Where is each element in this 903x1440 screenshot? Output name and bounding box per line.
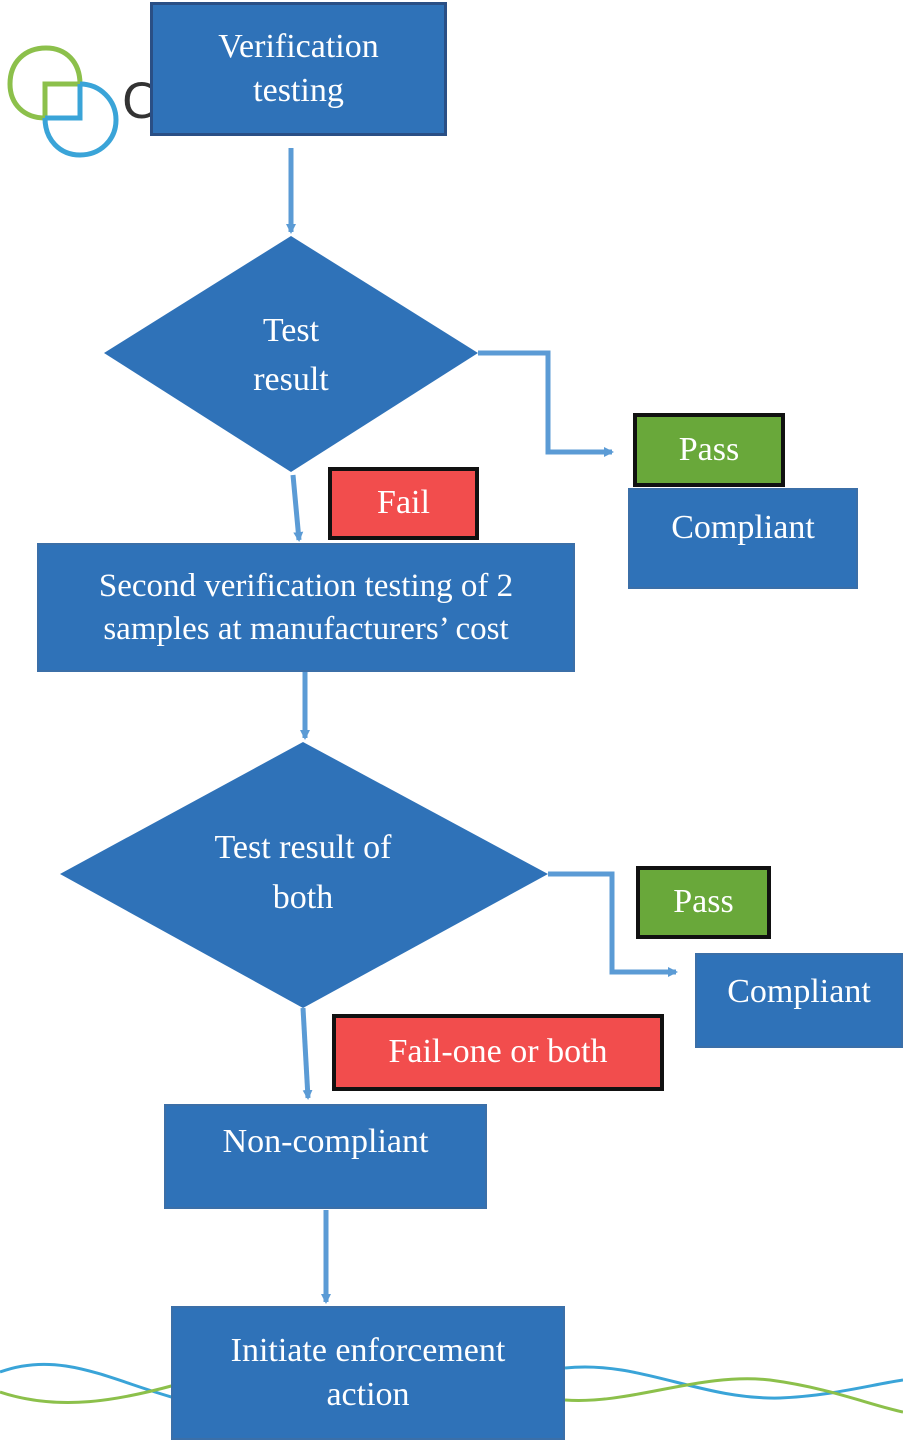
decision-test-result-of-both-label: Test result of both — [214, 829, 392, 916]
node-compliant-first: Compliant — [628, 488, 858, 589]
connector-arrows — [286, 148, 678, 1304]
tag-fail-second-label: Fail-one or both — [388, 1033, 608, 1071]
node-second-verification-testing: Second verification testing of 2 samples… — [37, 543, 575, 672]
node-verification-testing-label: Verification testing — [218, 27, 379, 109]
node-second-verification-label: Second verification testing of 2 samples… — [98, 567, 514, 647]
arrow-test-to-pass — [478, 350, 614, 457]
node-compliant-first-label: Compliant — [671, 509, 815, 547]
tag-pass-first-label: Pass — [678, 430, 740, 468]
node-non-compliant-label: Non-compliant — [222, 1123, 429, 1161]
node-non-compliant: Non-compliant — [164, 1104, 487, 1209]
tag-pass-first: Pass — [633, 413, 785, 487]
node-initiate-enforcement-action: Initiate enforcement action — [171, 1306, 565, 1440]
arrow-both-to-pass — [548, 871, 678, 977]
tag-fail-first: Fail — [328, 467, 479, 540]
node-initiate-enforcement-label: Initiate enforcement action — [230, 1331, 506, 1413]
decision-test-result — [104, 236, 478, 472]
node-compliant-second: Compliant — [695, 953, 903, 1048]
arrow-test-to-second — [290, 474, 304, 542]
node-compliant-second-label: Compliant — [727, 973, 871, 1011]
tag-pass-second-label: Pass — [673, 883, 734, 921]
logo-text: C — [122, 74, 156, 130]
tag-pass-second: Pass — [636, 866, 771, 939]
logo-icon — [7, 45, 119, 158]
tag-fail-second: Fail-one or both — [332, 1014, 664, 1091]
arrow-both-to-noncompliant — [300, 1007, 313, 1100]
node-verification-testing: Verification testing — [150, 2, 447, 136]
decorative-wave-lines — [0, 1362, 903, 1414]
decision-test-result-label: Test result — [253, 311, 329, 398]
tag-fail-first-label: Fail — [377, 484, 430, 522]
decision-test-result-of-both — [60, 742, 548, 1008]
